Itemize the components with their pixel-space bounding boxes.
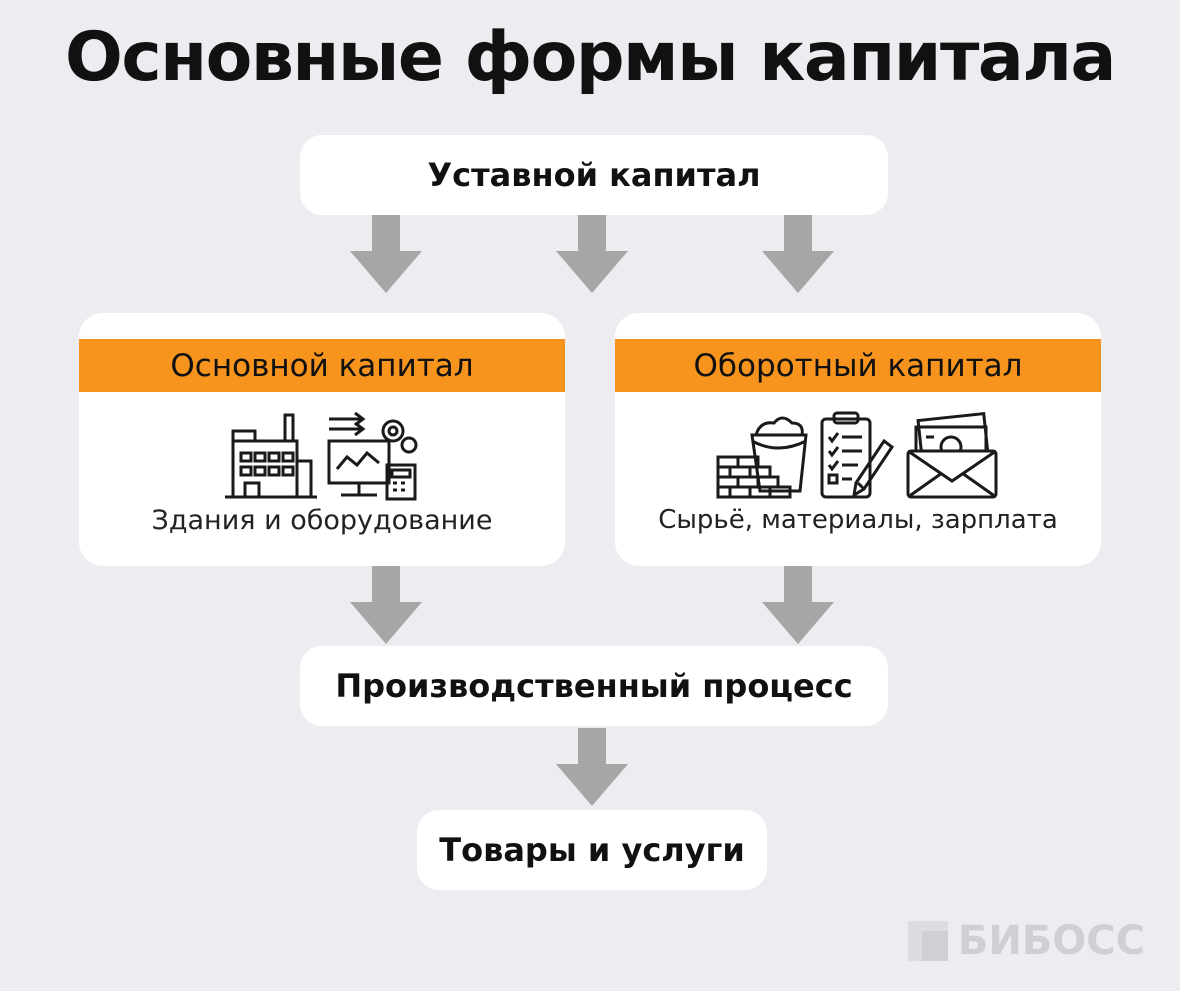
working-capital-panel: Оборотный капитал (615, 313, 1101, 566)
logo-mark-icon (907, 921, 948, 961)
page-title: Основные формы капитала (65, 18, 1116, 97)
brand-logo: БИБОСС (907, 918, 1145, 964)
fixed-capital-heading: Основной капитал (79, 339, 565, 392)
arrow-down-icon (556, 728, 628, 806)
factory-icon (225, 413, 317, 499)
fixed-capital-caption: Здания и оборудование (151, 505, 493, 536)
salary-envelope-icon (906, 412, 998, 499)
bricks-bucket-icon (716, 416, 808, 499)
logo-text: БИБОСС (957, 918, 1145, 964)
goods-services-box: Товары и услуги (417, 810, 767, 890)
arrow-down-icon (762, 566, 834, 644)
charter-capital-label: Уставной капитал (427, 156, 761, 194)
working-capital-caption: Сырьё, материалы, зарплата (658, 505, 1058, 535)
checklist-icon (820, 411, 894, 499)
arrow-down-icon (350, 566, 422, 644)
production-process-label: Производственный процесс (335, 667, 853, 705)
working-capital-heading: Оборотный капитал (615, 339, 1101, 392)
production-process-box: Производственный процесс (300, 646, 888, 726)
arrow-down-icon (556, 215, 628, 293)
arrow-down-icon (350, 215, 422, 293)
goods-services-label: Товары и услуги (439, 831, 745, 869)
fixed-capital-panel: Основной капитал (79, 313, 565, 566)
charter-capital-box: Уставной капитал (300, 135, 888, 215)
computer-equipment-icon (327, 411, 418, 501)
arrow-down-icon (762, 215, 834, 293)
